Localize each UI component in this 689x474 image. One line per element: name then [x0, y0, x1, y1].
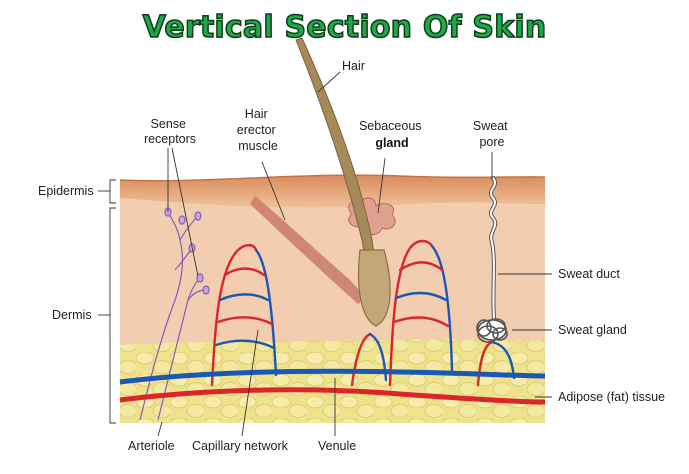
label-dermis: Dermis [52, 308, 92, 322]
diagram-title: Vertical Section Of Skin [142, 9, 547, 46]
sense-receptors [139, 207, 210, 421]
hair-erector-muscle [250, 196, 366, 304]
label-hair: Hair [342, 59, 365, 73]
arteriole [119, 387, 546, 405]
label-arteriole: Arteriole [128, 439, 175, 453]
label-hair-erector-muscle: Hair erector muscle [237, 107, 279, 153]
label-sense-receptors: Sense receptors [144, 117, 196, 146]
sweat-gland [476, 318, 508, 343]
adipose-layer [120, 339, 545, 423]
label-sweat-duct: Sweat duct [558, 267, 620, 281]
label-epidermis: Epidermis [38, 184, 94, 198]
label-venule: Venule [318, 439, 356, 453]
label-capillary-network: Capillary network [192, 439, 289, 453]
epidermis-layer [120, 175, 545, 208]
label-sweat-gland: Sweat gland [558, 323, 627, 337]
label-sweat-pore: Sweat pore [473, 119, 511, 149]
label-sebaceous-gland: Sebaceous gland [359, 119, 425, 150]
label-adipose-tissue: Adipose (fat) tissue [558, 390, 665, 404]
hair-follicle [357, 249, 391, 327]
venule [119, 368, 546, 385]
